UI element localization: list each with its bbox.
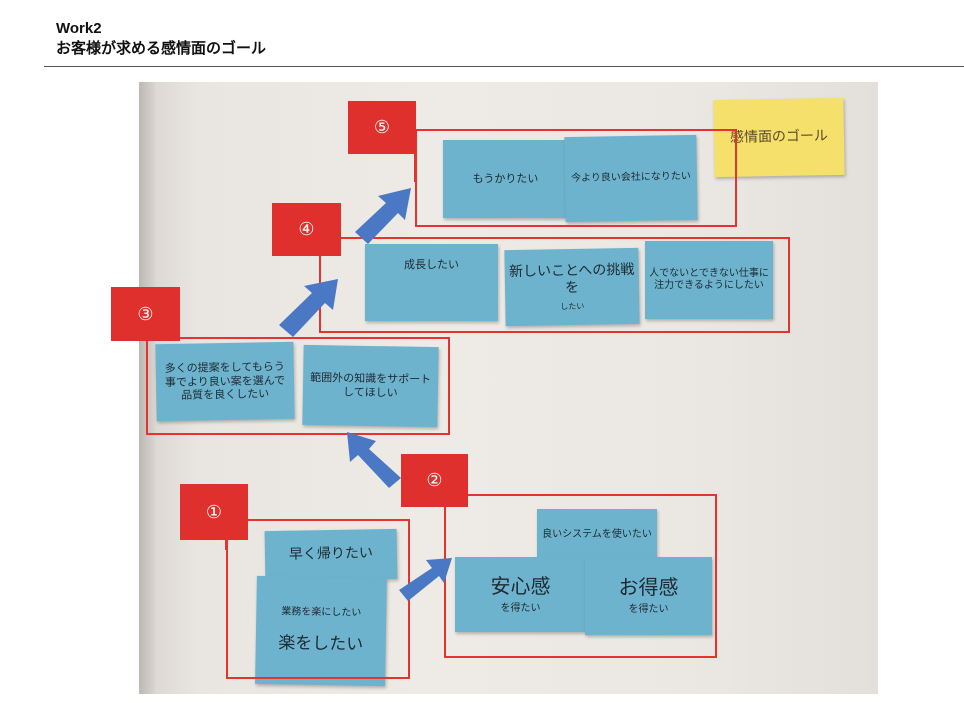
note-otokukan: お得感 を得たい [585, 557, 712, 635]
note-main: お得感 [618, 575, 679, 600]
badge-4: ④ [272, 203, 341, 256]
arrow-3-to-4 [279, 279, 338, 337]
note-seichou-shitai: 成長したい [365, 244, 498, 321]
connector-1 [225, 540, 228, 550]
note-anshinkan: 安心感 を得たい [455, 557, 586, 632]
badge-5: ⑤ [348, 101, 416, 154]
arrow-1-to-2 [399, 558, 452, 601]
header: Work2 お客様が求める感情面のゴール [56, 20, 266, 58]
page-title: Work2 [56, 20, 102, 37]
header-divider [44, 66, 964, 67]
note-moukaritai: もうかりたい [443, 140, 568, 218]
connector-5 [414, 154, 417, 182]
arrow-2-to-3 [347, 432, 401, 488]
badge-2: ② [401, 454, 468, 507]
note-sub: を得たい [500, 602, 541, 614]
page-subtitle: お客様が求める感情面のゴール [56, 39, 267, 57]
frame-3 [146, 337, 450, 435]
arrow-4-to-5 [355, 188, 411, 244]
note-yoi-system: 良いシステムを使いたい [537, 509, 657, 561]
badge-3: ③ [111, 287, 180, 341]
badge-1: ① [180, 484, 248, 540]
note-sub: を得たい [628, 604, 669, 616]
note-main: 安心感 [490, 573, 551, 598]
note-hito-de-nai-to: 人でないとできない仕事に注力できるようにしたい [645, 241, 773, 319]
